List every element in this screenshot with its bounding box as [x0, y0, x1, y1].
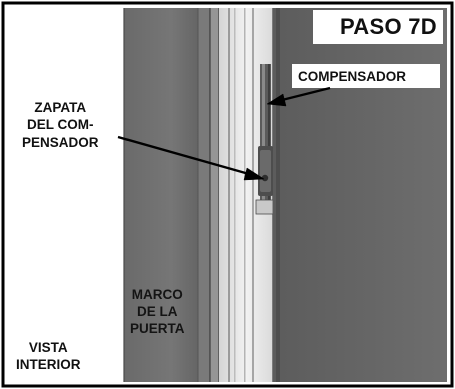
- door-frame-label-line3: PUERTA: [130, 321, 185, 336]
- compensator-label: COMPENSADOR: [298, 69, 407, 84]
- interior-view-label-line1: VISTA: [28, 340, 68, 355]
- shoe-arrow: [117, 135, 265, 181]
- compensator-label-backdrop: [292, 64, 440, 88]
- step-title-backdrop: [313, 10, 443, 44]
- interior-view-label: VISTA INTERIOR: [16, 339, 81, 374]
- interior-view-label-line2: INTERIOR: [16, 357, 81, 373]
- door-frame-label-line1: MARCO: [131, 287, 183, 302]
- compensator-shoe-label-line3: PENSADOR: [22, 134, 99, 150]
- compensator-shoe-label-line1: ZAPATA: [34, 100, 87, 115]
- compensator-shoe-label-line2: DEL COM-: [27, 117, 94, 133]
- interior-background: [8, 8, 124, 382]
- compensator-shoe: [255, 146, 274, 215]
- compensator-arrow: [266, 86, 331, 107]
- frame-ridge: [210, 8, 219, 382]
- step-title: PASO 7D: [339, 14, 437, 39]
- door-frame-label: MARCO DE LA PUERTA: [130, 286, 185, 337]
- door-frame-label-line2: DE LA: [137, 304, 178, 319]
- door-frame: [124, 8, 210, 382]
- compensator: [260, 64, 271, 214]
- compensator-shoe-label: ZAPATA DEL COM- PENSADOR: [22, 99, 99, 151]
- frame-step: [198, 8, 210, 382]
